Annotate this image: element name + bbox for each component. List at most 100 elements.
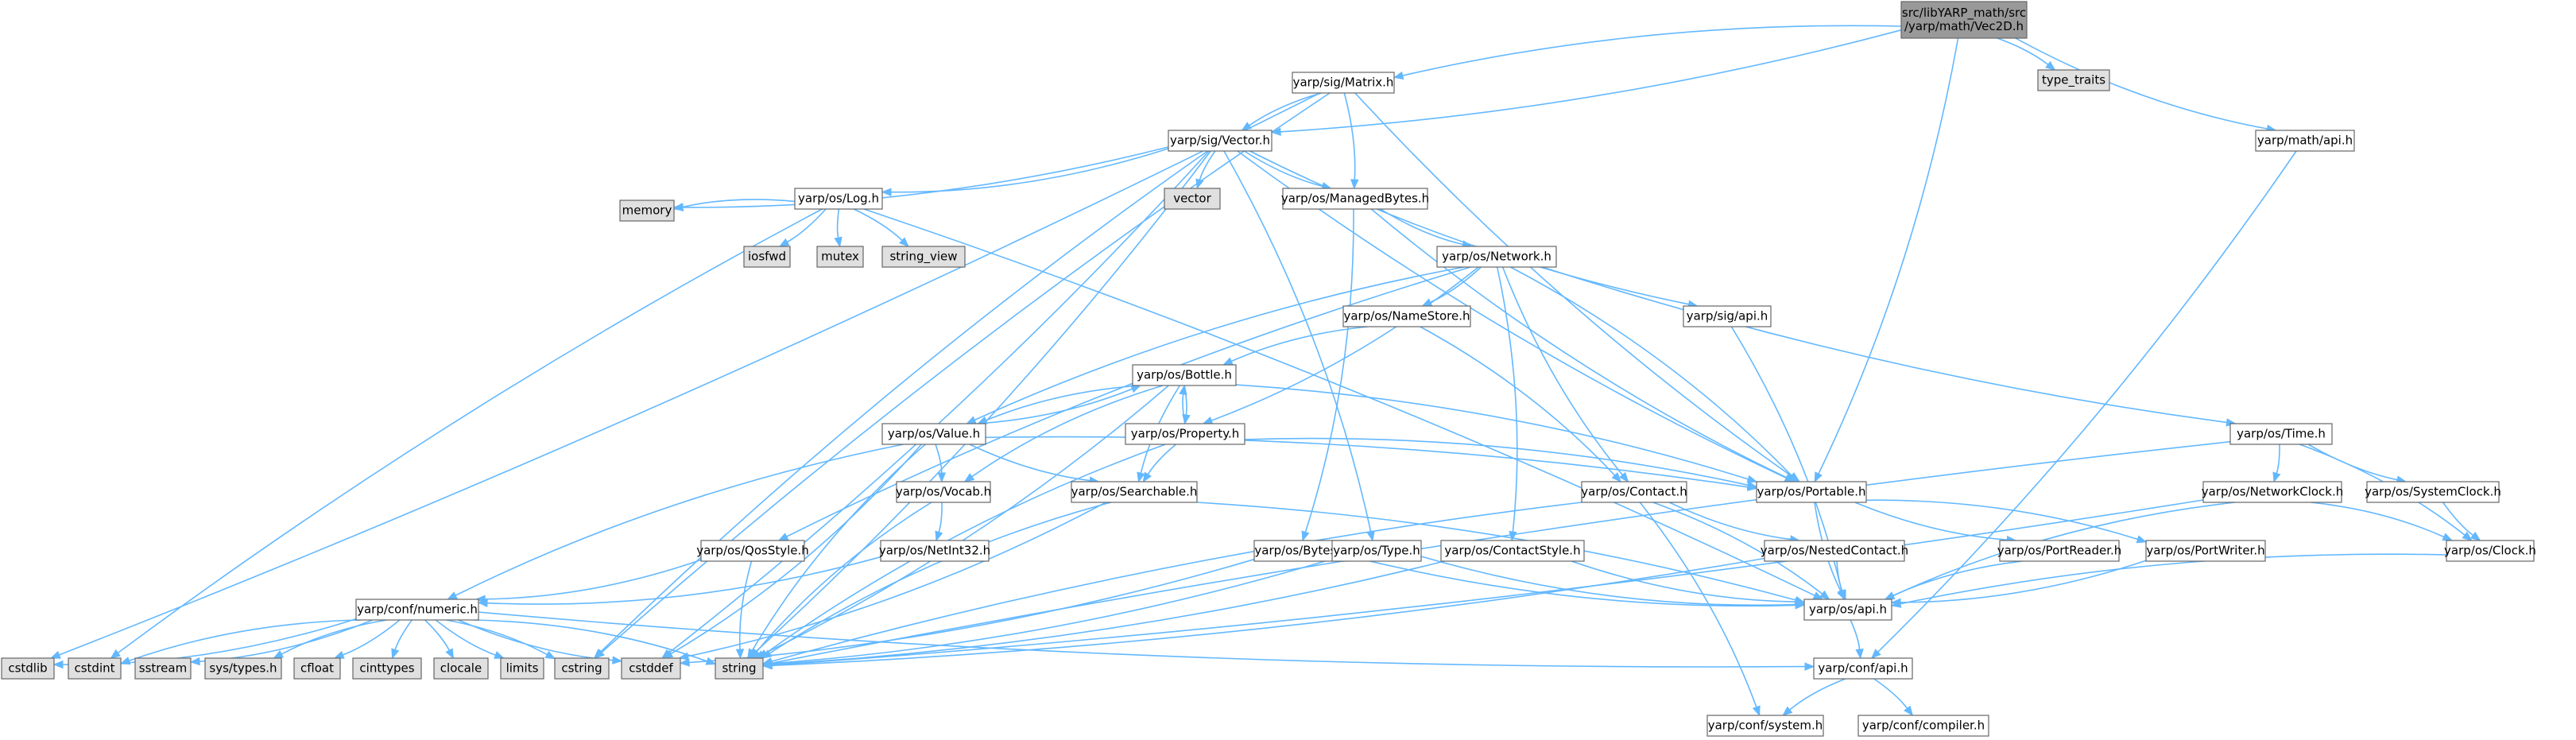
graph-nodes: src/libYARP_math/src/yarp/math/Vec2D.hty… xyxy=(1,1,2536,737)
edge-arrowhead xyxy=(110,649,121,659)
node-box xyxy=(1857,715,1989,737)
node-label: yarp/conf/numeric.h xyxy=(357,602,478,617)
node-box xyxy=(134,657,192,680)
edge-arrowhead xyxy=(1130,385,1141,393)
node-box xyxy=(2366,481,2500,503)
node-osapi[interactable]: yarp/os/api.h xyxy=(1803,599,1892,621)
node-label: iosfwd xyxy=(748,250,786,264)
edge-arrowhead xyxy=(935,530,943,542)
node-mathapi[interactable]: yarp/math/api.h xyxy=(2255,130,2355,152)
edge-contact-to-nestedcontact xyxy=(1668,502,1791,540)
node-string: string xyxy=(715,657,764,680)
node-vector_h[interactable]: yarp/sig/Vector.h xyxy=(1168,130,1273,152)
node-label: yarp/os/QosStyle.h xyxy=(696,544,809,558)
edge-confapi-to-confcompiler xyxy=(1873,678,1908,709)
node-matrix[interactable]: yarp/sig/Matrix.h xyxy=(1292,72,1395,94)
node-portable[interactable]: yarp/os/Portable.h xyxy=(1756,481,1867,503)
node-qosstyle[interactable]: yarp/os/QosStyle.h xyxy=(696,540,809,562)
edge-arrowhead xyxy=(1611,472,1622,482)
node-systemclock[interactable]: yarp/os/SystemClock.h xyxy=(2365,481,2501,503)
node-cinttypes: cinttypes xyxy=(352,657,422,680)
node-box xyxy=(1342,305,1471,327)
node-contact[interactable]: yarp/os/Contact.h xyxy=(1581,481,1687,503)
node-label: cinttypes xyxy=(359,661,414,676)
edge-bytes-to-cstddef xyxy=(688,558,1255,664)
node-sigapi[interactable]: yarp/sig/api.h xyxy=(1683,305,1772,327)
edge-bottle-to-value xyxy=(986,385,1141,421)
edge-arrowhead xyxy=(1804,662,1815,671)
node-limits: limits xyxy=(500,657,544,680)
node-label: yarp/os/Contact.h xyxy=(1581,485,1687,499)
node-box xyxy=(1581,481,1687,503)
node-label: cstdint xyxy=(74,661,114,676)
node-mutex: mutex xyxy=(816,246,864,268)
edge-managedbytes-to-portable xyxy=(1370,208,1788,479)
node-box xyxy=(355,599,479,621)
node-cstddef: cstddef xyxy=(621,657,681,680)
node-label: yarp/os/Time.h xyxy=(2237,427,2326,441)
node-box xyxy=(1,657,55,680)
node-property[interactable]: yarp/os/Property.h xyxy=(1125,423,1245,445)
edge-vector_h-to-memory xyxy=(682,146,1169,208)
node-namestore[interactable]: yarp/os/NameStore.h xyxy=(1342,305,1471,327)
node-label: cstring xyxy=(561,661,602,676)
edge-qosstyle-to-string xyxy=(738,560,753,650)
edge-arrowhead xyxy=(1855,649,1864,660)
node-netint32[interactable]: yarp/os/NetInt32.h xyxy=(879,540,990,562)
node-confsystem[interactable]: yarp/conf/system.h xyxy=(1706,715,1824,737)
edge-arrowhead xyxy=(1350,179,1359,190)
node-box xyxy=(880,540,990,562)
edge-network-to-contact xyxy=(1501,266,1624,476)
node-networkclock[interactable]: yarp/os/NetworkClock.h xyxy=(2202,481,2344,503)
edge-network-to-qosstyle xyxy=(786,266,1471,537)
edge-numeric-to-clocale xyxy=(424,619,451,651)
edge-arrowhead xyxy=(777,533,789,541)
node-box xyxy=(1164,188,1221,210)
edge-arrowhead xyxy=(2469,531,2481,541)
edge-arrowhead xyxy=(1746,475,1758,483)
edge-arrowhead xyxy=(1782,706,1793,716)
node-vocab[interactable]: yarp/os/Vocab.h xyxy=(896,481,991,503)
node-box xyxy=(1436,246,1557,268)
edge-arrowhead xyxy=(49,650,61,659)
node-type_traits: type_traits xyxy=(2037,69,2110,91)
node-confcompiler[interactable]: yarp/conf/compiler.h xyxy=(1857,715,1989,737)
edge-portreader-to-osapi xyxy=(1892,560,2023,597)
edge-arrowhead xyxy=(1142,471,1152,483)
node-clock[interactable]: yarp/os/Clock.h xyxy=(2444,540,2536,562)
edge-arrowhead xyxy=(747,648,757,660)
edge-log-to-string_view xyxy=(853,208,903,241)
edge-bottle-to-portable xyxy=(1235,384,1749,480)
node-log[interactable]: yarp/os/Log.h xyxy=(794,188,883,210)
edge-arrowhead xyxy=(333,650,345,659)
edge-numeric-to-cstring xyxy=(446,619,548,656)
edge-arrowhead xyxy=(1195,178,1204,190)
node-bottle[interactable]: yarp/os/Bottle.h xyxy=(1132,364,1237,386)
node-portreader[interactable]: yarp/os/PortReader.h xyxy=(1997,540,2122,562)
node-label: type_traits xyxy=(2042,73,2105,88)
edge-arrowhead xyxy=(2136,535,2148,544)
edge-network-to-time xyxy=(1542,266,2227,424)
node-confapi[interactable]: yarp/conf/api.h xyxy=(1813,657,1913,680)
node-sstream: sstream xyxy=(134,657,192,680)
edge-arrowhead xyxy=(1884,591,1896,600)
node-label: yarp/os/ManagedBytes.h xyxy=(1281,192,1429,206)
node-type[interactable]: yarp/os/Type.h xyxy=(1331,540,1422,562)
node-searchable[interactable]: yarp/os/Searchable.h xyxy=(1071,481,1198,503)
edge-netint32-to-numeric xyxy=(486,556,881,605)
edge-arrowhead xyxy=(1838,589,1846,601)
node-label: yarp/os/api.h xyxy=(1809,602,1887,617)
node-nestedcontact[interactable]: yarp/os/NestedContact.h xyxy=(1761,540,1908,562)
edge-arrowhead xyxy=(1393,71,1404,80)
node-vec2d[interactable]: src/libYARP_math/src/yarp/math/Vec2D.h xyxy=(1900,1,2028,39)
node-contactstyle[interactable]: yarp/os/ContactStyle.h xyxy=(1440,540,1585,562)
node-network[interactable]: yarp/os/Network.h xyxy=(1436,246,1557,268)
node-value[interactable]: yarp/os/Value.h xyxy=(881,423,986,445)
edge-networkclock-to-osapi xyxy=(1892,502,2236,597)
node-time[interactable]: yarp/os/Time.h xyxy=(2229,423,2333,445)
edge-arrowhead xyxy=(477,599,488,607)
node-portwriter[interactable]: yarp/os/PortWriter.h xyxy=(2145,540,2266,562)
node-numeric[interactable]: yarp/conf/numeric.h xyxy=(355,599,479,621)
edge-vector_h-to-vector xyxy=(1199,150,1216,180)
node-managedbytes[interactable]: yarp/os/ManagedBytes.h xyxy=(1281,188,1429,210)
